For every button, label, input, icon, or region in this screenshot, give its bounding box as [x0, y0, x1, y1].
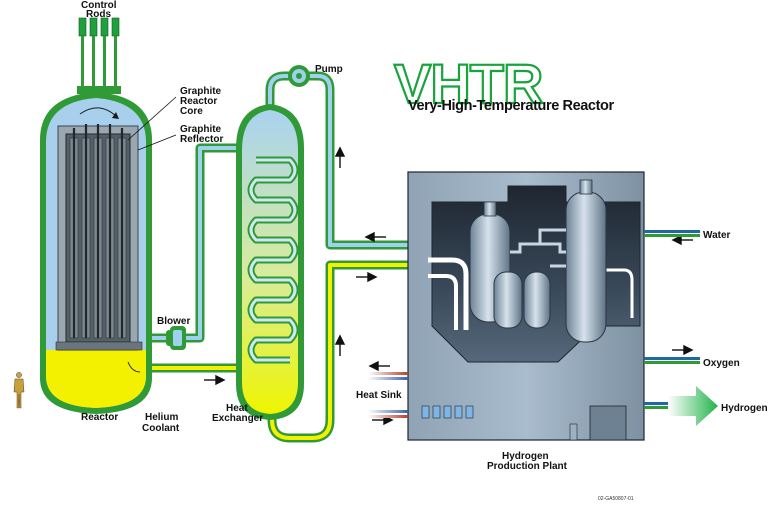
pump	[288, 65, 310, 87]
figure-id: 02-GA50807-01	[598, 496, 634, 502]
label-hydrogen-plant-2: Production Plant	[487, 461, 568, 472]
control-rods	[72, 17, 124, 338]
label-blower: Blower	[157, 316, 190, 327]
label-hydrogen: Hydrogen	[721, 403, 768, 414]
label-helium-coolant-2: Coolant	[142, 423, 180, 434]
labels: Control Rods Graphite Reactor Core Graph…	[81, 0, 768, 502]
hydrogen-output-arrow	[668, 386, 718, 426]
flow-arrows	[204, 146, 694, 426]
helium-piping	[143, 71, 415, 443]
external-streams	[368, 230, 718, 426]
label-graphite-core-1: Graphite	[180, 86, 222, 97]
hydrogen-production-plant	[407, 171, 645, 441]
label-reactor: Reactor	[81, 412, 118, 423]
label-control-rods-1: Control	[81, 0, 117, 11]
label-heat-exchanger-1: Heat	[226, 403, 248, 414]
label-graphite-core-2: Reactor	[180, 96, 217, 107]
label-helium-coolant-1: Helium	[145, 412, 178, 423]
label-graphite-reflector-2: Reflector	[180, 134, 223, 145]
person-icon	[13, 372, 25, 409]
label-control-rods-2: Rods	[86, 9, 111, 20]
label-graphite-core-3: Core	[180, 106, 203, 117]
label-pump: Pump	[315, 64, 343, 75]
label-water: Water	[703, 230, 731, 241]
blower	[166, 326, 186, 350]
label-graphite-reflector-1: Graphite	[180, 124, 222, 135]
heat-exchanger	[236, 104, 304, 420]
label-heat-exchanger-2: Exchanger	[212, 413, 263, 424]
vhtr-title: VHTR	[394, 52, 543, 115]
label-heat-sink: Heat Sink	[356, 390, 402, 401]
label-hydrogen-plant-1: Hydrogen	[502, 451, 549, 462]
vhtr-subtitle: Very-High-Temperature Reactor	[408, 98, 614, 114]
label-oxygen: Oxygen	[703, 358, 740, 369]
